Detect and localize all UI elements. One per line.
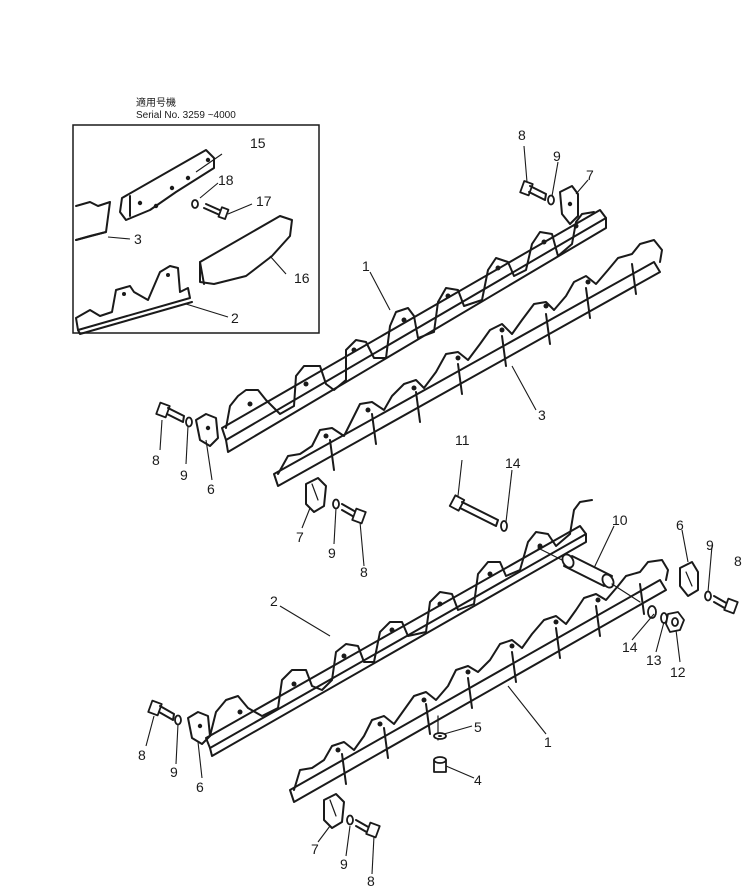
inset-bolt-17 xyxy=(191,199,230,220)
callout-14-upper: 14 xyxy=(505,455,521,471)
callouts: 15 18 17 3 16 2 8 9 7 1 3 8 9 6 11 14 10… xyxy=(134,127,742,888)
callout-9-middle: 9 xyxy=(328,545,336,561)
callout-11: 11 xyxy=(455,432,470,448)
callout-2-inset: 2 xyxy=(231,310,239,326)
callout-3-inset: 3 xyxy=(134,231,142,247)
guard-1-upper xyxy=(221,209,607,453)
inset-guard-2 xyxy=(75,265,193,335)
fastener-center-bottom xyxy=(433,715,447,773)
callout-8-lower-left: 8 xyxy=(138,747,146,763)
fastener-left-upper xyxy=(155,401,219,447)
callout-18: 18 xyxy=(218,172,234,188)
inset-plate-15 xyxy=(119,149,215,221)
bolt-11 xyxy=(448,494,508,532)
inset-guard-3 xyxy=(75,201,111,241)
guard-3-upper xyxy=(273,239,663,487)
callout-2-lower: 2 xyxy=(270,593,278,609)
callout-8-top: 8 xyxy=(518,127,526,143)
callout-4: 4 xyxy=(474,772,482,788)
inset-detail: 適用号機 Serial No. 3259 ~4000 xyxy=(72,96,320,335)
callout-6-left: 6 xyxy=(207,481,215,497)
guard-1-lower xyxy=(289,559,669,803)
callout-1-lower: 1 xyxy=(544,734,552,750)
callout-9-right: 9 xyxy=(706,537,714,553)
fastener-right-middle xyxy=(679,561,739,615)
inset-frame xyxy=(72,124,320,334)
fastener-middle-left xyxy=(305,477,367,525)
callout-1-upper: 1 xyxy=(362,258,370,274)
callout-6-lower-left: 6 xyxy=(196,779,204,795)
callout-13: 13 xyxy=(646,652,662,668)
callout-9-bottom: 9 xyxy=(340,856,348,872)
callout-3-upper: 3 xyxy=(538,407,546,423)
callout-10: 10 xyxy=(612,512,628,528)
pipe-10 xyxy=(537,547,641,603)
inset-plate-16 xyxy=(199,215,293,285)
inset-header-jp: 適用号機 xyxy=(136,96,176,109)
callout-8-left: 8 xyxy=(152,452,160,468)
callout-12: 12 xyxy=(670,664,686,680)
fastener-lower-left xyxy=(147,699,211,745)
callout-8-right: 8 xyxy=(734,553,742,569)
leader-lines xyxy=(107,145,713,875)
callout-16: 16 xyxy=(294,270,310,286)
callout-14-lower: 14 xyxy=(622,639,638,655)
fastener-bottom xyxy=(323,793,381,839)
callout-6-right: 6 xyxy=(676,517,684,533)
callout-7-bottom: 7 xyxy=(311,841,319,857)
guard-2-lower xyxy=(205,499,593,757)
callout-5: 5 xyxy=(474,719,482,735)
callout-8-middle: 8 xyxy=(360,564,368,580)
callout-9-left: 9 xyxy=(180,467,188,483)
callout-15: 15 xyxy=(250,135,266,151)
nut-stack-right xyxy=(647,605,685,633)
callout-8-bottom: 8 xyxy=(367,873,375,888)
callout-7-middle: 7 xyxy=(296,529,304,545)
fastener-top-right xyxy=(519,180,579,225)
callout-7-top: 7 xyxy=(586,167,594,183)
callout-17: 17 xyxy=(256,193,272,209)
inset-serial-label: Serial No. 3259 ~4000 xyxy=(136,110,236,121)
callout-9-top: 9 xyxy=(553,148,561,164)
callout-9-lower-left: 9 xyxy=(170,764,178,780)
